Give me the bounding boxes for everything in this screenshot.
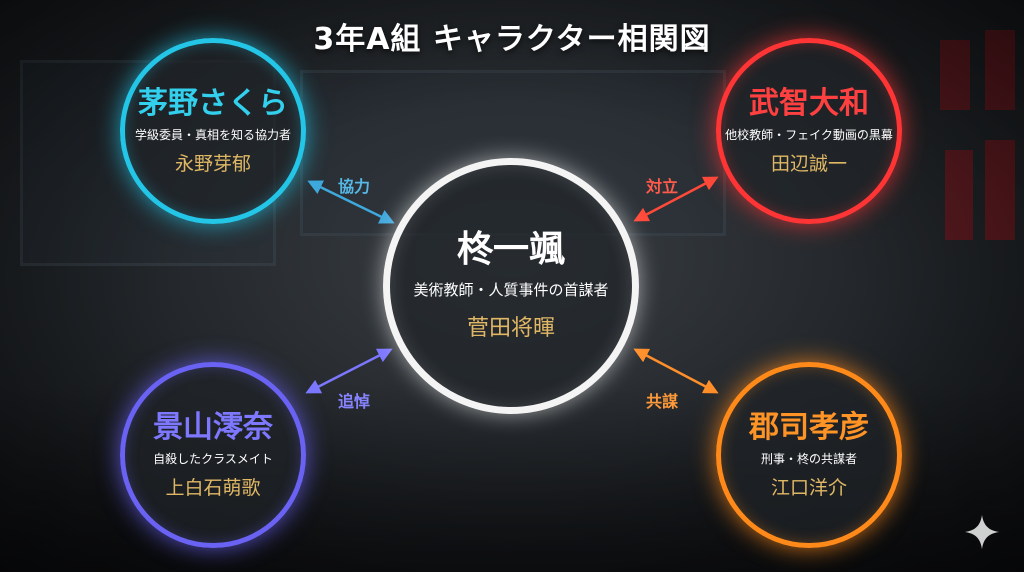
relation-label-top-left: 協力 <box>338 177 371 196</box>
character-name: 郡司孝彦 <box>749 409 869 445</box>
character-name: 景山澪奈 <box>153 409 273 445</box>
character-actor: 田辺誠一 <box>770 152 847 175</box>
center-character-node: 柊一颯 美術教師・人質事件の首謀者 菅田将暉 <box>383 158 639 414</box>
character-node-top-left: 茅野さくら 学級委員・真相を知る協力者 永野芽郁 <box>120 38 306 224</box>
center-character-name: 柊一颯 <box>456 228 565 270</box>
center-character-actor: 菅田将暉 <box>466 316 555 342</box>
arrow-cooperation <box>307 180 395 224</box>
character-role: 自殺したクラスメイト <box>153 451 273 466</box>
relation-label-top-right: 対立 <box>646 177 679 196</box>
sparkle-icon <box>964 514 1000 550</box>
character-node-bottom-right: 郡司孝彦 刑事・柊の共謀者 江口洋介 <box>716 362 902 548</box>
character-role: 学級委員・真相を知る協力者 <box>134 127 291 142</box>
arrow-conspiracy <box>633 348 719 394</box>
character-actor: 江口洋介 <box>770 476 847 499</box>
character-node-top-right: 武智大和 他校教師・フェイク動画の黒幕 田辺誠一 <box>716 38 902 224</box>
diagram-title: 3年A組 キャラクター相関図 <box>313 22 711 57</box>
character-role: 刑事・柊の共謀者 <box>760 451 857 466</box>
character-name: 武智大和 <box>749 85 869 121</box>
character-name: 茅野さくら <box>138 85 288 121</box>
character-role: 他校教師・フェイク動画の黒幕 <box>725 127 893 142</box>
character-actor: 上白石萌歌 <box>165 476 261 499</box>
character-actor: 永野芽郁 <box>174 152 251 175</box>
arrow-conflict <box>633 176 719 222</box>
character-node-bottom-left: 景山澪奈 自殺したクラスメイト 上白石萌歌 <box>120 362 306 548</box>
relation-label-bottom-right: 共謀 <box>646 392 679 411</box>
center-character-role: 美術教師・人質事件の首謀者 <box>413 281 609 300</box>
arrow-mourning <box>305 348 393 394</box>
relation-label-bottom-left: 追悼 <box>338 392 371 411</box>
